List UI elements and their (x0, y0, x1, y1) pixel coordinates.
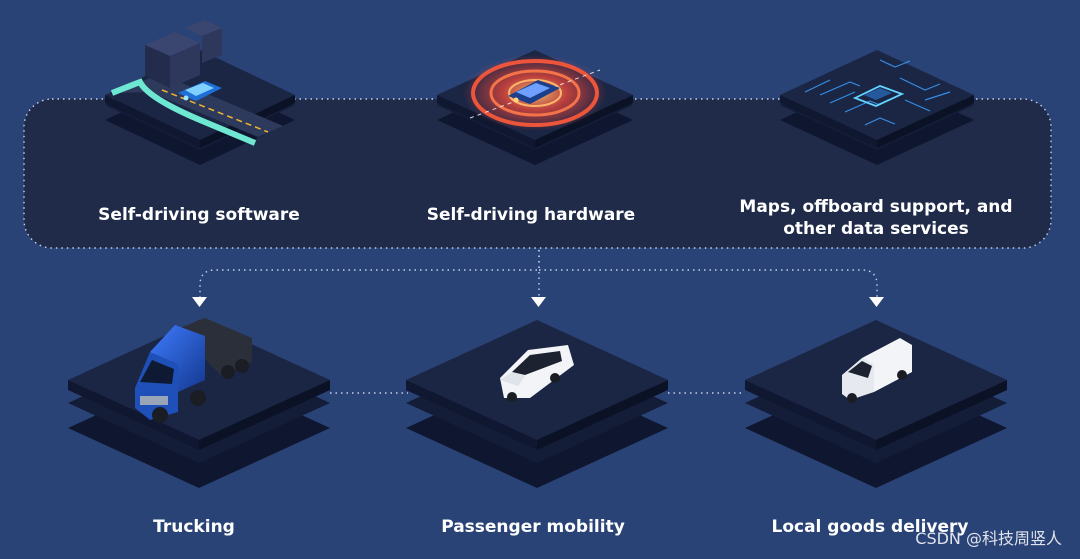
watermark: CSDN @科技周竖人 (915, 529, 1062, 548)
application-label-trucking: Trucking (153, 517, 235, 537)
arrow-down-icon (869, 297, 884, 307)
car-icon (508, 80, 560, 104)
car-icon (852, 85, 905, 107)
arrow-down-icon (531, 297, 546, 307)
tile-delivery (745, 320, 1007, 488)
tile-data-services (780, 50, 974, 165)
tile-passenger (406, 320, 668, 488)
minivan-icon (500, 345, 574, 402)
application-label-delivery: Local goods delivery (771, 517, 969, 537)
circuit-icon (804, 59, 951, 126)
connector-lines (199, 250, 878, 394)
truck-icon (135, 318, 252, 423)
tile-hardware (437, 50, 633, 165)
delivery-van-icon (842, 338, 912, 403)
arrow-down-icon (192, 297, 207, 307)
arrowheads (192, 297, 884, 307)
application-label-passenger: Passenger mobility (441, 517, 625, 537)
component-label-hardware: Self-driving hardware (426, 205, 636, 225)
building-icon (145, 20, 222, 88)
component-label-software: Self-driving software (98, 205, 300, 225)
tile-software (105, 20, 295, 165)
component-label-data-services: Maps, offboard support, and other data s… (739, 197, 1013, 239)
car-icon (178, 81, 222, 101)
tile-trucking (68, 318, 330, 488)
